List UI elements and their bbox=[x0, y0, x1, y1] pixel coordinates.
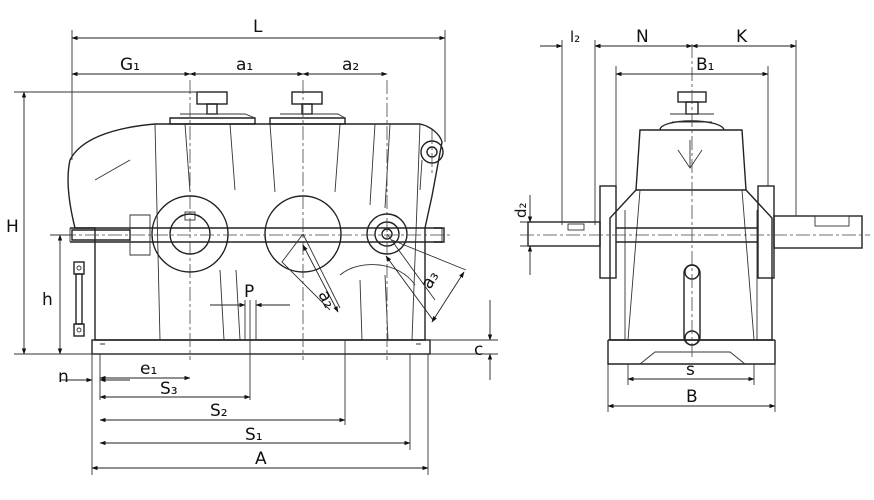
front-centerlines bbox=[62, 80, 450, 360]
lifting-lug bbox=[419, 140, 444, 191]
input-shaft bbox=[71, 227, 445, 243]
dim-label-d2: d₂ bbox=[512, 202, 530, 218]
dim-label-s: s bbox=[686, 360, 695, 380]
dim-label-l2: l₂ bbox=[570, 28, 580, 46]
dim-label-N: N bbox=[636, 27, 649, 47]
dim-label-a1: a₁ bbox=[236, 55, 253, 75]
dim-label-a2-top: a₂ bbox=[342, 55, 359, 75]
front-dimensions bbox=[14, 30, 498, 475]
dim-label-S3: S₃ bbox=[160, 379, 178, 399]
inspection-covers bbox=[169, 91, 346, 125]
front-labels: L G₁ a₁ a₂ H h P a₂ a₃ c n e₁ S₃ S₂ S₁ A bbox=[6, 17, 483, 469]
dim-label-S1: S₁ bbox=[245, 425, 263, 445]
dim-label-B: B bbox=[686, 387, 698, 407]
dim-label-A: A bbox=[255, 449, 267, 469]
side-dimensions bbox=[520, 40, 797, 412]
dim-label-K: K bbox=[736, 27, 748, 47]
side-housing bbox=[599, 91, 776, 365]
dim-label-e1: e₁ bbox=[140, 359, 157, 379]
dim-label-n: n bbox=[58, 367, 69, 387]
dim-label-c: c bbox=[474, 340, 483, 360]
dim-label-a3: a₃ bbox=[417, 267, 443, 292]
front-housing bbox=[67, 123, 443, 355]
center-distance-construction bbox=[281, 233, 467, 323]
side-shafts bbox=[527, 215, 863, 249]
dim-label-h: h bbox=[42, 290, 53, 310]
dim-label-S2: S₂ bbox=[210, 401, 228, 421]
oil-gauge bbox=[73, 261, 85, 337]
bearing-bores bbox=[129, 195, 408, 273]
side-view: l₂ N K B₁ d₂ s B bbox=[512, 27, 870, 412]
dim-label-G1: G₁ bbox=[120, 55, 140, 75]
dim-label-P: P bbox=[244, 282, 254, 302]
front-view: L G₁ a₁ a₂ H h P a₂ a₃ c n e₁ S₃ S₂ S₁ A bbox=[6, 17, 498, 475]
dim-label-H: H bbox=[6, 217, 19, 237]
side-labels: l₂ N K B₁ d₂ s B bbox=[512, 27, 748, 407]
side-centerlines bbox=[520, 44, 870, 360]
dim-label-B1: B₁ bbox=[696, 55, 714, 75]
dim-label-L: L bbox=[253, 17, 263, 37]
